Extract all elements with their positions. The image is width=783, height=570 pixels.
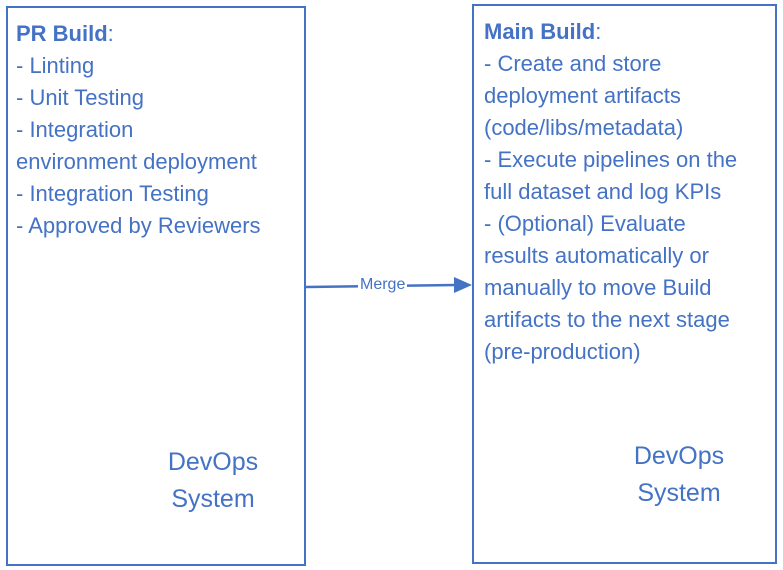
pr-build-title-colon: : [107, 21, 114, 46]
pr-build-footer: DevOps System [158, 444, 268, 518]
main-build-footer-line2: System [637, 479, 721, 507]
pr-build-line: - Linting [16, 53, 95, 78]
main-build-line: full dataset and log KPIs [484, 179, 722, 204]
merge-arrow-head-icon [454, 277, 472, 293]
main-build-heading: Main Build: [484, 16, 769, 48]
merge-label: Merge [358, 275, 408, 295]
pr-build-title: PR Build [16, 21, 108, 46]
main-build-title-colon: : [595, 19, 602, 44]
main-build-box: Main Build: - Create and store deploymen… [472, 4, 777, 564]
main-build-line: manually to move Build [484, 275, 712, 300]
main-build-line: - (Optional) Evaluate [484, 211, 686, 236]
main-build-line: - Execute pipelines on the [484, 147, 738, 172]
main-build-line: (code/libs/metadata) [484, 115, 684, 140]
pr-build-line: - Unit Testing [16, 85, 144, 110]
pr-build-line: environment deployment [16, 149, 257, 174]
main-build-line: results automatically or [484, 243, 709, 268]
pr-build-line: - Approved by Reviewers [16, 213, 261, 238]
main-build-line: - Create and store [484, 51, 662, 76]
main-build-footer-line1: DevOps [633, 442, 725, 470]
main-build-line: artifacts to the next stage [484, 307, 730, 332]
pr-build-footer-line2: System [171, 485, 255, 513]
pr-build-line: - Integration Testing [16, 181, 209, 206]
pr-build-heading: PR Build: [16, 18, 298, 50]
pr-build-footer-line1: DevOps [167, 448, 259, 476]
main-build-text: Main Build: - Create and store deploymen… [484, 16, 769, 368]
main-build-title: Main Build [484, 19, 596, 44]
main-build-footer: DevOps System [624, 438, 734, 512]
pr-build-box: PR Build: - Linting - Unit Testing - Int… [6, 6, 306, 566]
main-build-line: (pre-production) [484, 339, 641, 364]
main-build-line: deployment artifacts [484, 83, 681, 108]
pr-build-text: PR Build: - Linting - Unit Testing - Int… [16, 18, 298, 242]
pr-build-line: - Integration [16, 117, 134, 142]
